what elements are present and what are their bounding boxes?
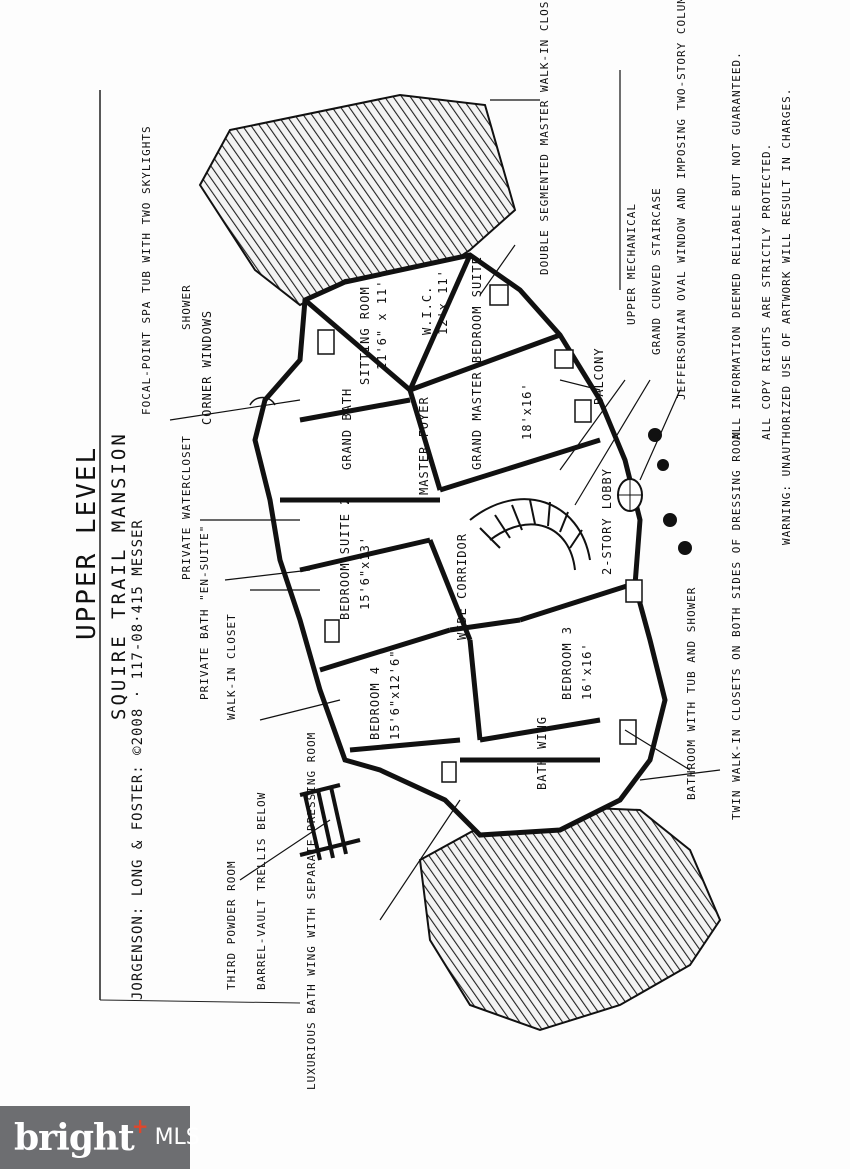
note-disclaimer-2: ALL COPY RIGHTS ARE STRICTLY PROTECTED. <box>760 142 773 440</box>
room-label-balcony: BALCONY <box>592 347 606 405</box>
note-private-wc: PRIVATE WATERCLOSET <box>180 435 193 580</box>
room-size-wic: 12'x 11' <box>436 269 450 335</box>
room-size-bedroom-3: 16'x16' <box>580 642 594 700</box>
badge-brand: bright <box>14 1116 135 1159</box>
room-label-wic: W.I.C. <box>420 285 434 335</box>
note-shower: SHOWER <box>180 284 193 330</box>
note-disclaimer-1: ALL INFORMATION DEEMED RELIABLE BUT NOT … <box>730 51 743 440</box>
note-jeffersonian: JEFFERSONIAN OVAL WINDOW AND IMPOSING TW… <box>675 0 688 400</box>
note-warning: WARNING: UNAUTHORIZED USE OF ARTWORK WIL… <box>780 87 793 545</box>
bright-mls-badge: bright + MLS <box>0 1106 200 1169</box>
badge-suffix: MLS <box>154 1125 200 1150</box>
barrel-vault-trellis <box>299 783 361 861</box>
note-upper-mechanical: UPPER MECHANICAL <box>625 203 638 325</box>
room-label-grand-master: GRAND MASTER BEDROOM SUITE <box>470 256 484 470</box>
curved-staircase <box>469 498 591 571</box>
room-label-bedroom-4: BEDROOM 4 <box>368 665 382 740</box>
note-walk-in-closet: WALK-IN CLOSET <box>225 613 238 720</box>
note-focal-point: FOCAL-POINT SPA TUB WITH TWO SKYLIGHTS <box>140 125 153 415</box>
room-label-bedroom-3: BEDROOM 3 <box>560 625 574 700</box>
room-label-grand-bath: GRAND BATH <box>340 387 354 470</box>
room-size-grand-master: 18'x16' <box>520 382 534 440</box>
note-double-segmented: DOUBLE SEGMENTED MASTER WALK-IN CLOSET A… <box>538 0 551 275</box>
note-bathroom-tub: BATHROOM WITH TUB AND SHOWER <box>685 586 698 800</box>
room-size-bedroom-4: 15'6"x12'6" <box>388 649 402 740</box>
window-grids <box>317 284 643 783</box>
plan-credit: JORGENSON: LONG & FOSTER: ©2008 · 117-08… <box>130 519 146 1000</box>
columns <box>648 428 692 555</box>
room-label-master-foyer: MASTER FOYER <box>417 396 431 495</box>
interior-walls <box>280 253 631 763</box>
room-label-lobby: 2-STORY LOBBY <box>600 468 614 575</box>
room-label-sitting: SITTING ROOM <box>358 286 372 385</box>
leader-lines <box>169 70 721 921</box>
room-size-bedroom-2: 15'6"x13' <box>358 535 372 610</box>
room-label-corner-windows: CORNER WINDOWS <box>200 309 214 425</box>
note-barrel-vault: BARREL-VAULT TRELLIS BELOW <box>255 791 268 990</box>
room-label-corridor: WIDE CORRIDOR <box>455 533 469 640</box>
house-footprint <box>252 252 668 838</box>
room-size-sitting: 11'6" x 11' <box>375 279 389 370</box>
note-twin-walkin: TWIN WALK-IN CLOSETS ON BOTH SIDES OF DR… <box>730 431 743 820</box>
note-third-powder: THIRD POWDER ROOM <box>225 860 238 990</box>
note-luxurious: LUXURIOUS BATH WING WITH SEPARATE DRESSI… <box>305 731 318 1090</box>
note-private-bath: PRIVATE BATH "EN-SUITE" <box>198 524 211 700</box>
plan-subtitle: SQUIRE TRAIL MANSION <box>108 431 130 720</box>
badge-cross-icon: + <box>131 1113 149 1138</box>
corner-windows-arc <box>249 396 276 406</box>
room-label-bath-wing: BATH WING <box>535 715 549 790</box>
roof-lower <box>418 803 722 1032</box>
note-grand-curved: GRAND CURVED STAIRCASE <box>650 187 663 355</box>
room-label-bedroom-2: BEDROOM SUITE 2 <box>338 496 352 620</box>
plan-title: UPPER LEVEL <box>72 445 102 640</box>
